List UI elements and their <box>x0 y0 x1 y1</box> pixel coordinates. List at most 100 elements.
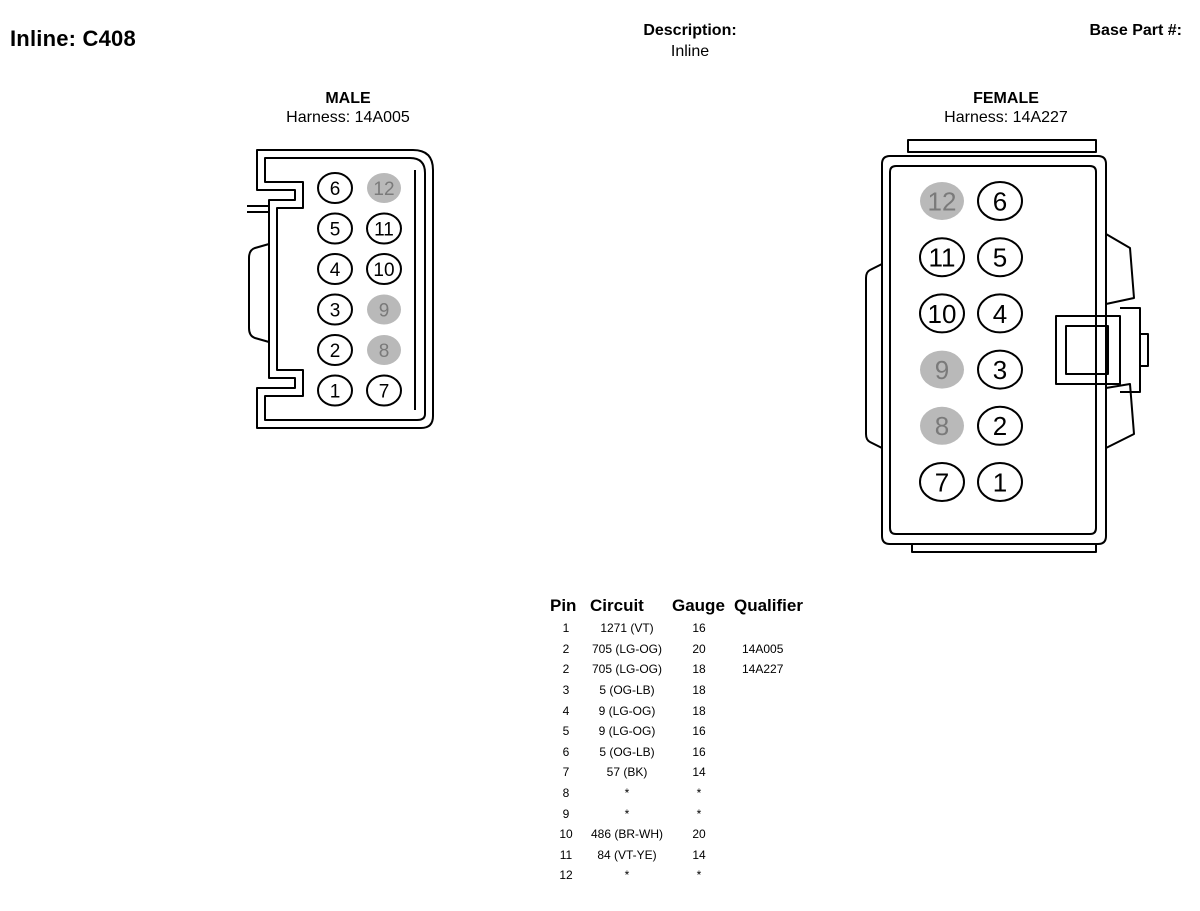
pin-cell: 2 <box>562 662 570 677</box>
male-pin-label: 11 <box>374 219 394 240</box>
female-pin-circle <box>977 237 1023 278</box>
male-pin: 2 <box>317 334 353 366</box>
qualifier-cell <box>730 762 807 783</box>
qualifier-cell <box>730 680 807 701</box>
male-pin-circle <box>366 374 402 407</box>
female-pin-circle <box>919 237 965 278</box>
qualifier-cell <box>730 618 807 639</box>
pin-cell: 12 <box>559 868 573 883</box>
gauge-cell: 18 <box>692 662 706 677</box>
pin-cell: 2 <box>562 641 570 656</box>
female-pin: 11 <box>919 237 965 278</box>
male-pin-label: 9 <box>379 300 390 321</box>
male-pin: 6 <box>317 172 353 204</box>
qualifier-cell <box>730 845 807 866</box>
female-pin-label: 4 <box>993 299 1007 329</box>
gauge-cell: * <box>696 806 702 821</box>
male-pin-label: 6 <box>330 179 341 200</box>
male-pin-circle <box>366 253 402 285</box>
gauge-column-header: Gauge <box>672 596 725 615</box>
table-row: 9** <box>546 803 807 824</box>
female-pin-label: 3 <box>993 355 1007 385</box>
male-connector-title: MALE <box>325 90 371 107</box>
female-pin: 7 <box>919 462 965 502</box>
pin-cell: 4 <box>562 703 570 718</box>
pin-cell: 5 <box>562 724 570 739</box>
gauge-cell: 18 <box>692 683 706 698</box>
male-pin-label: 12 <box>373 179 394 200</box>
female-pin: 12 <box>920 182 964 220</box>
female-pin-circle <box>977 293 1023 334</box>
gauge-cell: 20 <box>692 641 706 656</box>
male-pin-circle <box>317 334 353 366</box>
male-harness-label: Harness: 14A005 <box>286 109 410 126</box>
female-pin-label: 9 <box>935 355 949 385</box>
qualifier-cell <box>730 721 807 742</box>
circuit-cell: 9 (LG-OG) <box>598 703 656 718</box>
circuit-cell: * <box>624 786 630 801</box>
male-pin: 12 <box>367 173 401 203</box>
description-label: Description: <box>643 22 737 39</box>
circuit-cell: 705 (LG-OG) <box>591 641 663 656</box>
male-pin: 4 <box>317 253 353 285</box>
gauge-cell: 20 <box>692 827 706 842</box>
female-pin: 1 <box>977 462 1023 502</box>
female-pin: 6 <box>977 181 1023 221</box>
female-pin-label: 6 <box>993 186 1007 216</box>
female-pin-label: 7 <box>935 467 949 497</box>
qualifier-cell <box>730 742 807 763</box>
female-pin-label: 11 <box>929 243 956 273</box>
male-pin: 1 <box>317 374 353 407</box>
female-pin: 8 <box>920 406 964 445</box>
male-pin-label: 8 <box>379 341 390 362</box>
male-pin-circle <box>366 212 402 245</box>
female-pin-label: 12 <box>928 186 957 216</box>
qualifier-column-header: Qualifier <box>734 596 803 615</box>
female-pin-circle <box>920 182 964 220</box>
qualifier-cell: 14A005 <box>742 641 784 656</box>
pin-cell: 10 <box>559 827 573 842</box>
female-pin-label: 1 <box>993 467 1007 497</box>
pin-cell: 1 <box>562 621 570 636</box>
female-pin-circle <box>920 350 964 389</box>
male-pin-label: 1 <box>330 381 341 402</box>
gauge-cell: 14 <box>692 847 706 862</box>
male-pin: 11 <box>366 212 402 245</box>
male-connector-shell <box>247 149 434 429</box>
qualifier-cell: 14A227 <box>742 662 784 677</box>
description-block: Description: Inline <box>600 22 780 61</box>
male-pin-circle <box>317 374 353 407</box>
female-pin: 3 <box>977 349 1023 390</box>
male-pin-label: 5 <box>330 219 341 240</box>
female-connector-title: FEMALE <box>973 90 1039 107</box>
male-pin-label: 7 <box>379 381 390 402</box>
female-connector-shell <box>865 139 1149 553</box>
male-pin: 3 <box>317 293 353 326</box>
male-pin-label: 4 <box>330 260 341 281</box>
female-pin: 9 <box>920 350 964 389</box>
male-pin-label: 3 <box>330 300 341 321</box>
base-part-label: Base Part #: <box>1089 22 1183 39</box>
circuit-column-header: Circuit <box>590 596 644 615</box>
male-pin-label: 2 <box>330 341 341 362</box>
male-pin-circle <box>317 253 353 285</box>
qualifier-cell <box>730 865 807 886</box>
female-pin-label: 8 <box>935 411 949 441</box>
pin-cell: 6 <box>562 744 570 759</box>
page-title: Inline: C408 <box>10 26 136 51</box>
pin-cell: 11 <box>559 847 573 862</box>
pin-cell: 7 <box>562 765 570 780</box>
gauge-cell: 14 <box>692 765 706 780</box>
male-pin-circle <box>317 172 353 204</box>
table-row: 8** <box>546 783 807 804</box>
female-connector-header: FEMALE Harness: 14A227 <box>896 90 1116 127</box>
circuit-cell: 5 (OG-LB) <box>599 744 655 759</box>
gauge-cell: * <box>696 786 702 801</box>
circuit-cell: 84 (VT-YE) <box>597 847 657 862</box>
